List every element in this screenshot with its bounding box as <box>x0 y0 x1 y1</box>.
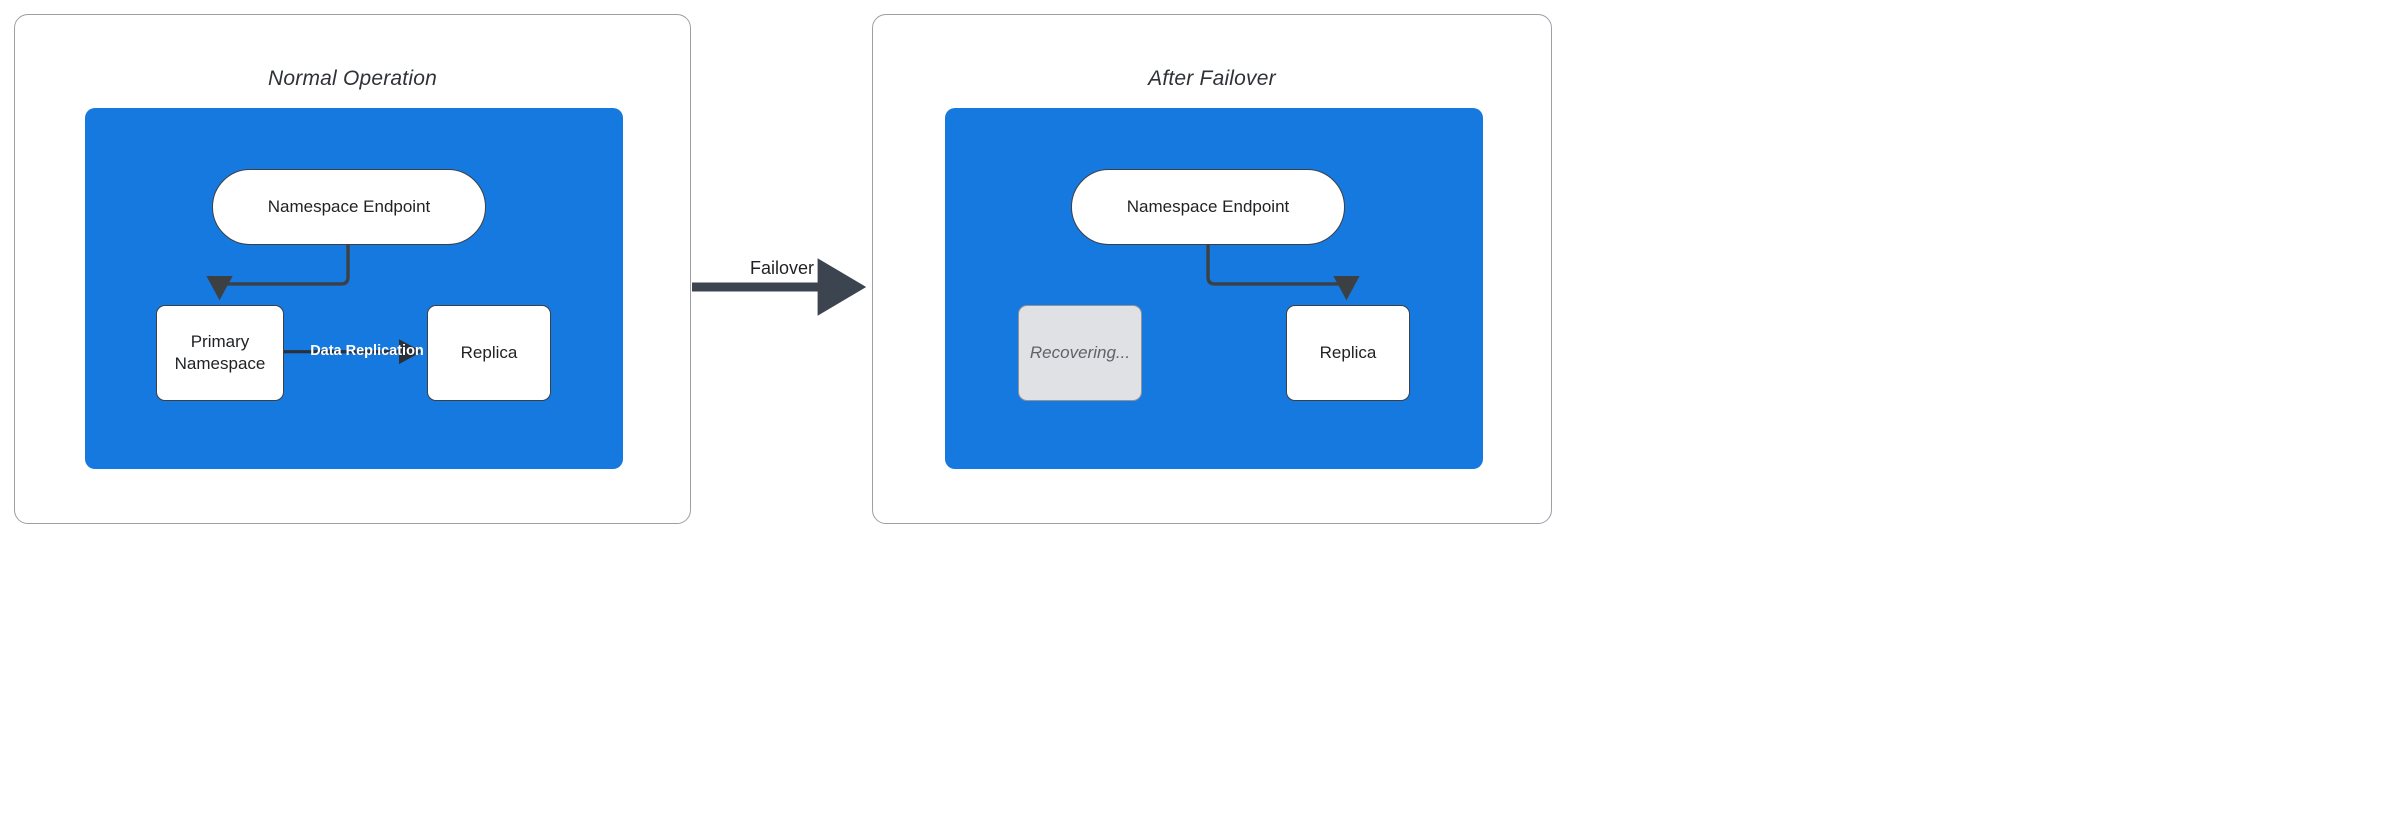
node-label: Replica <box>1319 342 1377 362</box>
node-label: Namespace Endpoint <box>1126 196 1290 216</box>
transition-arrow-failover <box>692 258 867 316</box>
node-namespace-endpoint[interactable]: Namespace Endpoint <box>1071 169 1345 245</box>
node-recovering[interactable]: Recovering... <box>1018 305 1142 401</box>
panel-normal-operation: Normal Operation Data Replication Namesp… <box>14 14 691 524</box>
node-label: Namespace Endpoint <box>267 196 431 216</box>
blue-region-after-failover <box>945 108 1483 469</box>
node-label: Replica <box>460 342 518 362</box>
node-replica[interactable]: Replica <box>1286 305 1410 401</box>
node-namespace-endpoint[interactable]: Namespace Endpoint <box>212 169 486 245</box>
transition-label-failover: Failover <box>749 258 815 278</box>
node-primary-namespace[interactable]: Primary Namespace <box>156 305 284 401</box>
edge-label-data-replication: Data Replication <box>310 343 424 359</box>
node-label: Recovering... <box>1029 342 1131 362</box>
panel-after-failover: After Failover Namespace Endpoint Recove… <box>872 14 1552 524</box>
node-label: Primary Namespace <box>175 331 266 376</box>
node-replica[interactable]: Replica <box>427 305 551 401</box>
blue-region-normal-operation <box>85 108 623 469</box>
panel-title-after-failover: After Failover <box>1148 67 1276 90</box>
panel-title-normal-operation: Normal Operation <box>268 67 437 90</box>
node-label-line1: Primary <box>190 331 250 351</box>
node-label-line2: Namespace <box>174 354 266 373</box>
